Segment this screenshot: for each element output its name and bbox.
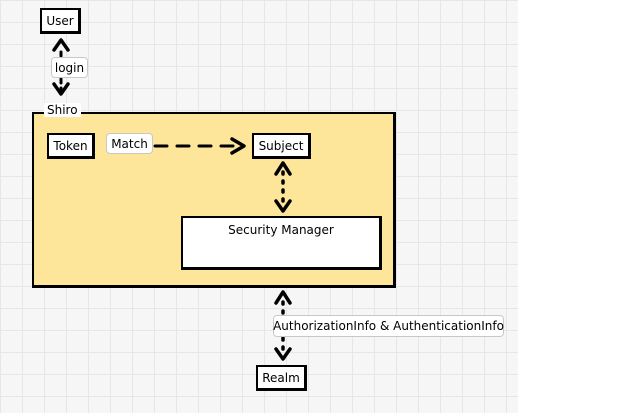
arrow-down-icon: [52, 82, 70, 96]
edge-match-subject: [153, 137, 246, 155]
arrow-up-icon: [274, 161, 292, 176]
login-edge-label: login: [51, 57, 88, 78]
arrow-right-icon: [230, 137, 246, 155]
edge-shiro-realm: [274, 290, 292, 361]
arrow-up-icon: [52, 38, 70, 52]
match-edge-label: Match: [106, 133, 153, 154]
edge-subject-security-manager: [274, 161, 292, 213]
blank-margin: [518, 0, 624, 413]
security-manager-node: Security Manager: [181, 216, 382, 270]
realm-node: Realm: [256, 365, 307, 391]
token-node: Token: [47, 133, 95, 159]
shiro-group-label: Shiro: [44, 103, 81, 117]
arrow-up-icon: [274, 290, 292, 305]
arrow-down-icon: [274, 347, 292, 361]
info-edge-label: AuthorizationInfo & AuthenticationInfo: [273, 315, 504, 337]
arrow-down-icon: [274, 199, 292, 213]
subject-node: Subject: [252, 133, 311, 159]
user-node: User: [40, 8, 81, 34]
